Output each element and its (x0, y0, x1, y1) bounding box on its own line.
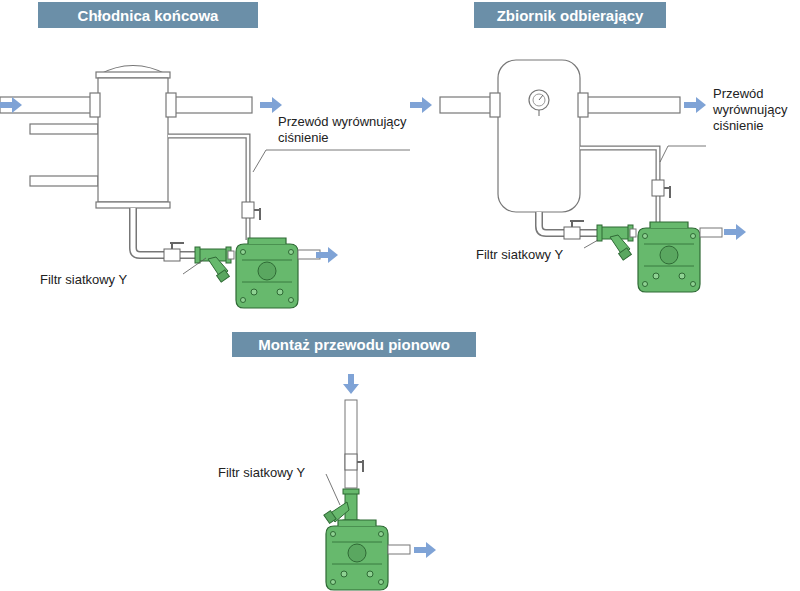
title-band: Chłodnica końcowa (38, 2, 258, 28)
callout-label: Filtr siatkowy Y (218, 465, 368, 481)
callout-label: Filtr siatkowy Y (40, 272, 190, 288)
panel-title: Chłodnica końcowa (78, 7, 219, 24)
title-band: Montaż przewodu pionowo (232, 332, 476, 357)
panel-title: Montaż przewodu pionowo (258, 336, 450, 353)
callout-label: Filtr siatkowy Y (476, 247, 626, 263)
panel-title: Zbiornik odbierający (497, 7, 644, 24)
callout-label: Przewód wyrównujący ciśnienie (713, 86, 797, 134)
title-band: Zbiornik odbierający (474, 2, 666, 28)
callout-label: Przewód wyrównujący ciśnienie (278, 114, 418, 146)
